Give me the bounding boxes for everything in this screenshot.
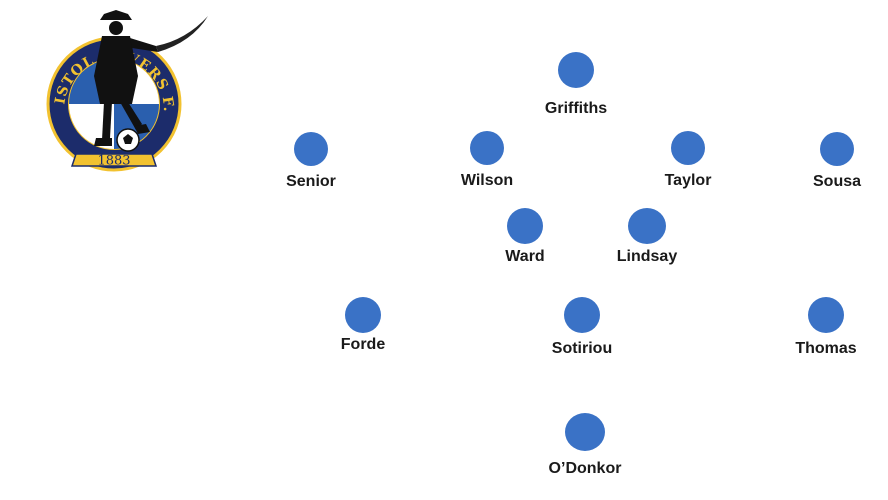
player-dot: [345, 297, 381, 333]
player-name: Griffiths: [544, 100, 608, 117]
player-name: Senior: [286, 173, 336, 190]
player-dot: [565, 413, 605, 451]
player-name: Thomas: [795, 340, 857, 357]
player-name: Sousa: [812, 173, 862, 190]
player-dot: [808, 297, 844, 333]
player-dot: [507, 208, 543, 244]
player-name: Wilson: [460, 172, 514, 189]
svg-text:1883: 1883: [97, 154, 130, 169]
player-name: Forde: [340, 336, 386, 353]
player-name: Taylor: [664, 172, 712, 189]
player-name: Lindsay: [616, 248, 678, 265]
player-dot: [558, 52, 594, 88]
player-dot: [470, 131, 504, 165]
player-dot: [820, 132, 854, 166]
player-name: Ward: [505, 248, 545, 265]
player-dot: [628, 208, 666, 244]
player-dot: [671, 131, 705, 165]
club-crest-logo: BRISTOL ROVERS F.C. 1883: [46, 6, 208, 172]
player-name: Sotiriou: [551, 340, 613, 357]
player-dot: [564, 297, 600, 333]
player-name: O’Donkor: [548, 460, 622, 477]
player-dot: [294, 132, 328, 166]
